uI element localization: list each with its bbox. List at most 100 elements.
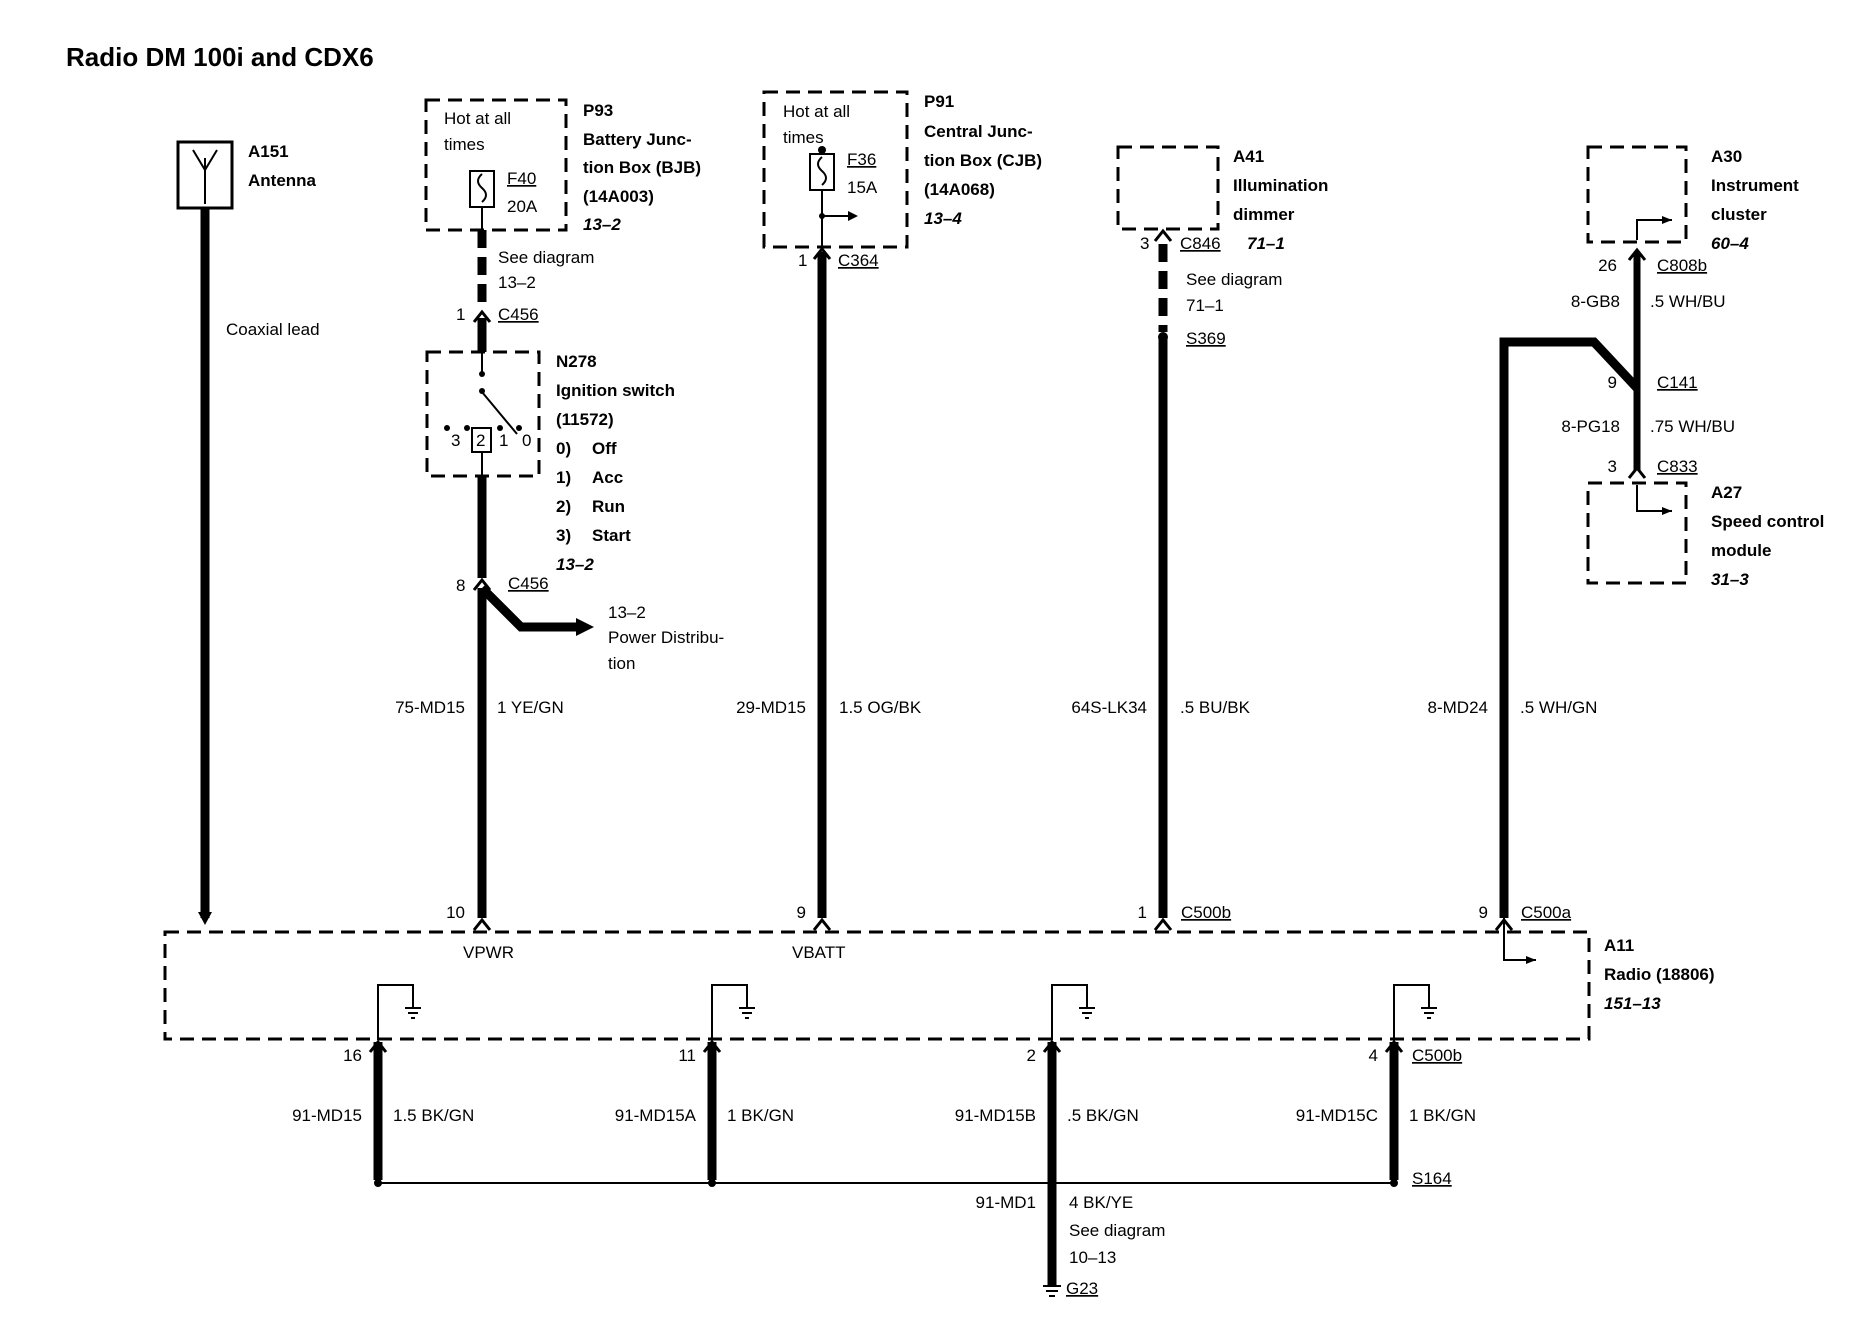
connector-arrow-icon bbox=[1153, 917, 1173, 931]
radio-box bbox=[163, 930, 1591, 1041]
gnd-circuit-4: 91-MD15C bbox=[1296, 1106, 1378, 1125]
speed-component: A27 Speed control module 31–3 bbox=[1586, 481, 1824, 589]
speed-box bbox=[1586, 481, 1688, 585]
pos-2-n: 2) bbox=[556, 497, 571, 516]
gnd-pin-2: 2 bbox=[1027, 1046, 1036, 1065]
bjb-id: P93 bbox=[583, 101, 613, 120]
antenna-arrow bbox=[198, 912, 212, 925]
dimmer-conn: C846 bbox=[1180, 234, 1221, 253]
speed-circuit: 8-PG18 bbox=[1561, 417, 1620, 436]
antenna-icon bbox=[192, 149, 218, 204]
ignition-id: N278 bbox=[556, 352, 597, 371]
vpwr-pin: 10 bbox=[446, 903, 465, 922]
c141-conn: C141 bbox=[1657, 373, 1698, 392]
bjb-hot-2: times bbox=[444, 135, 485, 154]
ground-main-see-1: See diagram bbox=[1069, 1221, 1165, 1240]
pos-0-n: 0) bbox=[556, 439, 571, 458]
gnd-circuit-2: 91-MD15B bbox=[955, 1106, 1036, 1125]
cluster-name-2: cluster bbox=[1711, 205, 1767, 224]
illum-pin: 1 bbox=[1138, 903, 1147, 922]
illum-color: .5 BU/BK bbox=[1180, 698, 1251, 717]
pos-2-label: Run bbox=[592, 497, 625, 516]
speed-color: .75 WH/BU bbox=[1650, 417, 1735, 436]
radio-input-icon bbox=[1503, 918, 1536, 961]
speed-name-1: Speed control bbox=[1711, 512, 1824, 531]
switch-pin-3: 3 bbox=[451, 431, 460, 450]
gnd-conn: C500b bbox=[1412, 1046, 1462, 1065]
cjb-hot-1: Hot at all bbox=[783, 102, 850, 121]
pos-3-label: Start bbox=[592, 526, 631, 545]
dimmer-box bbox=[1116, 145, 1220, 231]
dimmer-see-1: See diagram bbox=[1186, 270, 1282, 289]
coaxial-label: Coaxial lead bbox=[226, 320, 320, 339]
ignition-name: Ignition switch bbox=[556, 381, 675, 400]
pos-1-n: 1) bbox=[556, 468, 571, 487]
fuse-element-icon bbox=[817, 156, 827, 186]
cluster-component: A30 Instrument cluster 60–4 bbox=[1586, 145, 1799, 253]
cluster-pin: 26 bbox=[1598, 256, 1617, 275]
dimmer-component: A41 Illumination dimmer bbox=[1116, 145, 1328, 231]
cjb-part: (14A068) bbox=[924, 180, 995, 199]
c141-pin: 9 bbox=[1608, 373, 1617, 392]
vpwr-color: 1 YE/GN bbox=[497, 698, 564, 717]
ground-splice: S164 bbox=[1412, 1169, 1452, 1188]
fuse-element-icon bbox=[477, 173, 487, 203]
cjb-fuse: F36 bbox=[847, 150, 876, 169]
vpwr-signal: VPWR bbox=[463, 943, 514, 962]
dimmer-see-2: 71–1 bbox=[1186, 296, 1224, 315]
cluster-box bbox=[1586, 145, 1688, 244]
cluster-signal-icon bbox=[1636, 219, 1672, 240]
pos-0-label: Off bbox=[592, 439, 617, 458]
connector-arrow-icon bbox=[812, 917, 832, 931]
ground-icon bbox=[1393, 984, 1437, 1040]
antenna-component: A151 Antenna bbox=[176, 140, 317, 210]
chassis-ground-icon bbox=[1043, 1285, 1061, 1297]
cjb-conn: C364 bbox=[838, 251, 879, 270]
antenna-name: Antenna bbox=[248, 171, 317, 190]
gnd-circuit-11: 91-MD15A bbox=[615, 1106, 697, 1125]
connector-arrow-icon bbox=[1627, 465, 1647, 479]
bjb-component: Hot at all times F40 20A P93 Battery Jun… bbox=[424, 98, 701, 234]
ign-bot-conn: C456 bbox=[508, 574, 549, 593]
cjb-name-2: tion Box (CJB) bbox=[924, 151, 1042, 170]
speed-signal-wire bbox=[1499, 337, 1641, 918]
ground-icon bbox=[1051, 984, 1095, 1040]
bjb-part: (14A003) bbox=[583, 187, 654, 206]
gnd-circuit-16: 91-MD15 bbox=[292, 1106, 362, 1125]
switch-pin-1: 1 bbox=[499, 431, 508, 450]
connector-arrow-icon bbox=[812, 246, 832, 260]
pos-3-n: 3) bbox=[556, 526, 571, 545]
branch-3: tion bbox=[608, 654, 635, 673]
illum-conn: C500b bbox=[1181, 903, 1231, 922]
ignition-component: 3 2 1 0 N278 Ignition switch (11572) 0) … bbox=[425, 350, 675, 574]
bjb-name-2: tion Box (BJB) bbox=[583, 158, 701, 177]
gnd-pin-4: 4 bbox=[1369, 1046, 1378, 1065]
bjb-hot-1: Hot at all bbox=[444, 109, 511, 128]
bjb-see-1: See diagram bbox=[498, 248, 594, 267]
speed-signal-icon bbox=[1636, 485, 1672, 512]
vbatt-signal: VBATT bbox=[792, 943, 846, 962]
speed-sig-color: .5 WH/GN bbox=[1520, 698, 1597, 717]
branch-arrow-icon bbox=[576, 618, 594, 636]
gnd-pin-16: 16 bbox=[343, 1046, 362, 1065]
dimmer-id: A41 bbox=[1233, 147, 1264, 166]
cjb-id: P91 bbox=[924, 92, 954, 111]
radio-name: Radio (18806) bbox=[1604, 965, 1715, 984]
ground-point: G23 bbox=[1066, 1279, 1098, 1298]
cjb-box bbox=[762, 90, 909, 249]
speed-id: A27 bbox=[1711, 483, 1742, 502]
gnd-color-11: 1 BK/GN bbox=[727, 1106, 794, 1125]
ignition-ref: 13–2 bbox=[556, 555, 594, 574]
branch-wire bbox=[478, 584, 578, 632]
ground-wires bbox=[368, 1039, 1404, 1285]
vbatt-circuit: 29-MD15 bbox=[736, 698, 806, 717]
bjb-see-2: 13–2 bbox=[498, 273, 536, 292]
page-title: Radio DM 100i and CDX6 bbox=[66, 42, 374, 72]
ground-main-color: 4 BK/YE bbox=[1069, 1193, 1133, 1212]
cjb-amp: 15A bbox=[847, 178, 878, 197]
vbatt-color: 1.5 OG/BK bbox=[839, 698, 922, 717]
cjb-hot-2: times bbox=[783, 128, 824, 147]
vpwr-circuit: 75-MD15 bbox=[395, 698, 465, 717]
connector-arrow-icon bbox=[472, 917, 492, 931]
